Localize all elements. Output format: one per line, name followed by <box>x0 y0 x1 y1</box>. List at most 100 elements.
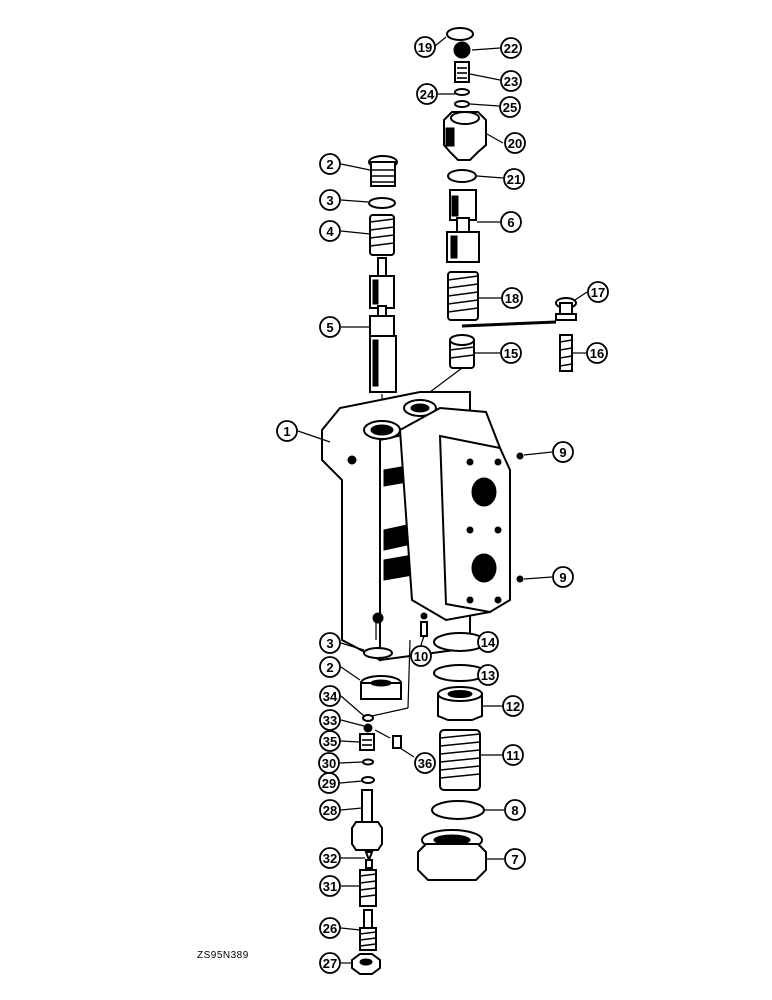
callout: 10 <box>410 645 432 667</box>
svg-text:8: 8 <box>511 803 518 818</box>
part-o-ring <box>368 197 396 209</box>
svg-text:30: 30 <box>322 756 336 771</box>
callout: 4 <box>319 220 341 242</box>
svg-text:21: 21 <box>507 172 521 187</box>
part-ball <box>453 41 471 59</box>
svg-text:3: 3 <box>326 193 333 208</box>
callout: 33 <box>319 709 341 731</box>
callout: 3 <box>319 189 341 211</box>
callout: 5 <box>319 316 341 338</box>
part-o-ring-small <box>454 88 470 96</box>
part-small-spring <box>559 334 573 372</box>
svg-text:22: 22 <box>504 41 518 56</box>
part-plug-bottom <box>360 675 402 700</box>
svg-text:16: 16 <box>590 346 604 361</box>
svg-text:7: 7 <box>511 852 518 867</box>
part-adjusting-screw <box>359 909 377 951</box>
callout: 22 <box>500 37 522 59</box>
callout: 20 <box>504 132 526 154</box>
callout: 2 <box>319 153 341 175</box>
callout: 16 <box>586 342 608 364</box>
callout: 19 <box>414 36 436 58</box>
callout: 6 <box>500 211 522 233</box>
callout: 32 <box>319 847 341 869</box>
svg-text:15: 15 <box>504 346 518 361</box>
part-spring-large <box>439 729 481 791</box>
callout: 17 <box>587 281 609 303</box>
callout: 35 <box>319 730 341 752</box>
callout: 2 <box>319 656 341 678</box>
part-spool <box>369 257 397 393</box>
svg-text:29: 29 <box>322 776 336 791</box>
svg-text:27: 27 <box>323 956 337 971</box>
svg-text:20: 20 <box>508 136 522 151</box>
svg-text:12: 12 <box>506 699 520 714</box>
callout: 13 <box>477 664 499 686</box>
callout: 3 <box>319 632 341 654</box>
callout: 18 <box>501 287 523 309</box>
svg-text:31: 31 <box>323 879 337 894</box>
callout: 21 <box>503 168 525 190</box>
part-plug-top <box>368 155 398 187</box>
callout: 27 <box>319 952 341 974</box>
svg-text:13: 13 <box>481 668 495 683</box>
part-cap <box>446 27 474 41</box>
callout: 14 <box>477 631 499 653</box>
callout: 31 <box>319 875 341 897</box>
svg-text:11: 11 <box>506 748 520 763</box>
part-spring-small <box>359 869 377 907</box>
callout: 15 <box>500 342 522 364</box>
svg-text:23: 23 <box>504 74 518 89</box>
callout: 9 <box>552 566 574 588</box>
svg-text:10: 10 <box>414 649 428 664</box>
callout: 26 <box>319 917 341 939</box>
svg-text:32: 32 <box>323 851 337 866</box>
callout: 1 <box>276 420 298 442</box>
part-adjuster <box>351 789 383 851</box>
callout: 36 <box>414 752 436 774</box>
callouts: 19 22 23 24 25 20 21 2 3 4 6 18 17 5 15 … <box>276 36 609 974</box>
part-spring <box>447 271 479 321</box>
svg-text:9: 9 <box>559 445 566 460</box>
part-spring-seat <box>454 61 470 83</box>
part-spring-cup <box>449 334 475 369</box>
callout: 11 <box>502 744 524 766</box>
svg-text:24: 24 <box>420 87 435 102</box>
part-large-plug <box>417 829 487 881</box>
part-spring <box>369 214 395 256</box>
callout: 8 <box>504 799 526 821</box>
svg-text:36: 36 <box>418 756 432 771</box>
callout: 9 <box>552 441 574 463</box>
part-o-ring <box>431 800 485 820</box>
svg-text:5: 5 <box>326 320 333 335</box>
svg-text:18: 18 <box>505 291 519 306</box>
svg-text:25: 25 <box>503 100 517 115</box>
svg-text:14: 14 <box>481 635 496 650</box>
part-o-ring <box>447 169 477 183</box>
figure-code: ZS95N389 <box>197 950 249 961</box>
parts-drawing <box>321 27 577 975</box>
part-valve-body <box>321 391 511 662</box>
part-o-ring-small <box>454 100 470 108</box>
callout: 34 <box>319 685 341 707</box>
callout: 7 <box>504 848 526 870</box>
svg-text:4: 4 <box>326 224 334 239</box>
svg-text:6: 6 <box>507 215 514 230</box>
svg-text:3: 3 <box>326 636 333 651</box>
svg-text:17: 17 <box>591 285 605 300</box>
callout: 28 <box>319 799 341 821</box>
svg-text:28: 28 <box>323 803 337 818</box>
svg-text:26: 26 <box>323 921 337 936</box>
part-bolt <box>555 297 577 321</box>
callout: 23 <box>500 70 522 92</box>
svg-text:2: 2 <box>326 157 333 172</box>
svg-text:19: 19 <box>418 40 432 55</box>
svg-text:34: 34 <box>323 689 338 704</box>
callout: 25 <box>499 96 521 118</box>
svg-text:33: 33 <box>323 713 337 728</box>
callout: 30 <box>318 752 340 774</box>
callout: 24 <box>416 83 438 105</box>
svg-text:2: 2 <box>326 660 333 675</box>
part-o-ring <box>363 647 393 659</box>
